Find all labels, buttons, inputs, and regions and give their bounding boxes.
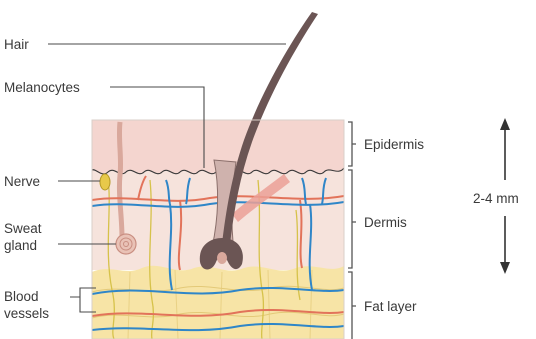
label-blood-vessels-1: Blood (4, 289, 39, 304)
dermal-papilla (217, 252, 227, 264)
label-nerve: Nerve (4, 174, 40, 189)
label-sweat-gland-2: gland (4, 238, 37, 253)
label-dermis: Dermis (364, 215, 407, 230)
sweat-gland-duct (119, 122, 122, 238)
dermis-bracket (348, 170, 356, 268)
epidermis-bracket (348, 122, 356, 166)
label-fat-layer: Fat layer (364, 299, 417, 314)
label-hair: Hair (4, 37, 29, 52)
label-blood-vessels-2: vessels (4, 306, 49, 321)
label-sweat-gland-1: Sweat (4, 221, 42, 236)
fat-bracket (348, 272, 356, 339)
layer-brackets (348, 122, 356, 339)
nerve-ending (100, 174, 110, 190)
label-epidermis: Epidermis (364, 137, 424, 152)
label-thickness: 2-4 mm (473, 191, 519, 206)
sweat-gland (116, 234, 136, 254)
label-melanocytes: Melanocytes (4, 80, 80, 95)
skin-block (92, 120, 344, 339)
